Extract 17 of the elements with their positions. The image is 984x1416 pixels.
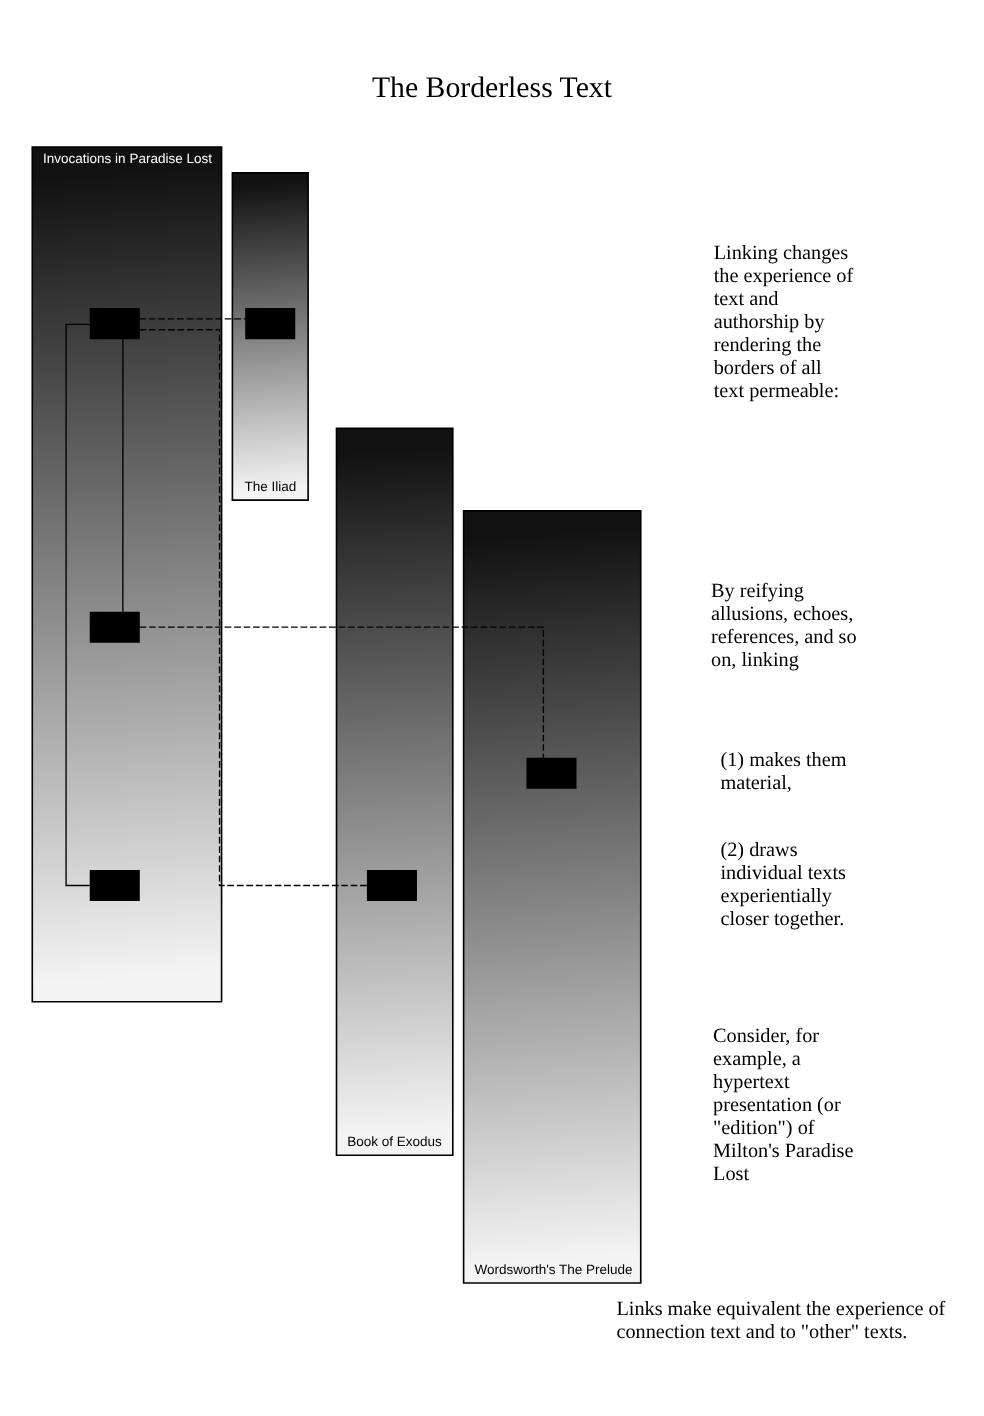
node-box bbox=[366, 868, 417, 900]
node-box bbox=[89, 307, 140, 339]
node-box bbox=[245, 307, 296, 339]
caption: Links make equivalent the experience of connection text and to "other" texts. bbox=[616, 1298, 946, 1344]
label: By reifying allusions, echoes, references, and so on, linking bbox=[711, 580, 857, 672]
connector bbox=[122, 337, 124, 612]
node-box bbox=[89, 610, 140, 642]
label: (2) draws individual texts experientially closer together. bbox=[720, 838, 846, 930]
connector bbox=[138, 317, 247, 319]
label: Consider, for example, a hypertext presentation (or "edition") of Milton's Paradise Lost bbox=[713, 1025, 854, 1186]
diagram-title: The Borderless Text bbox=[371, 71, 613, 104]
connector bbox=[138, 328, 368, 886]
node-box bbox=[526, 756, 577, 788]
label: (1) makes them material, bbox=[720, 749, 847, 795]
label: Linking changes the experience of text and authorship by rendering the borders of all text permeable: bbox=[713, 242, 854, 403]
connector bbox=[138, 625, 545, 758]
node-box bbox=[89, 868, 140, 900]
